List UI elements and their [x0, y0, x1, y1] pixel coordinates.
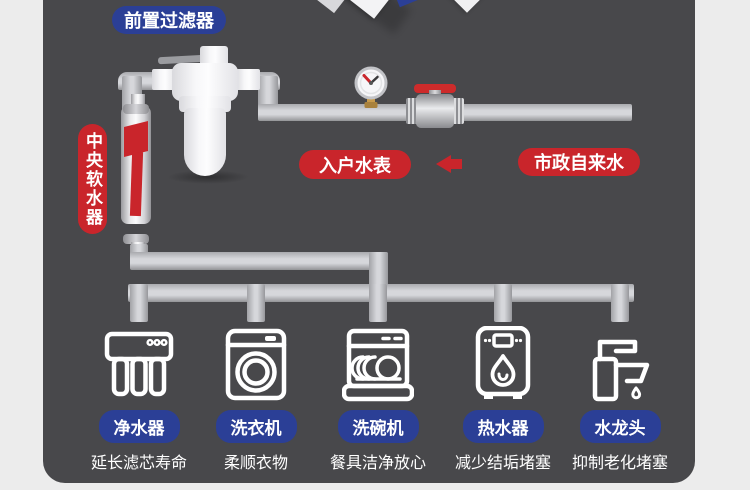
valve-collar-left — [406, 98, 418, 124]
appliance-benefit: 减少结垢堵塞 — [454, 455, 551, 472]
diagram-panel: 前置过滤器 — [43, 0, 695, 483]
filter-port-right — [236, 69, 260, 90]
dishwasher-icon — [303, 322, 453, 402]
valve-collar-right — [452, 98, 464, 124]
flow-arrow-icon — [436, 155, 451, 173]
softener-red-label-strip — [129, 151, 144, 217]
appliance-benefit: 餐具洁净放心 — [329, 455, 426, 472]
appliance-name-pill: 洗衣机 — [215, 410, 297, 443]
gauge-nut — [364, 102, 378, 108]
appliance-water-heater: 热水器 减少结垢堵塞 — [428, 322, 578, 473]
filter-bowl-shadow — [167, 170, 249, 184]
appliance-name-pill: 净水器 — [98, 410, 180, 443]
pre-filter-label: 前置过滤器 — [112, 6, 226, 34]
faucet-icon — [545, 322, 695, 402]
drop-faucet — [611, 284, 629, 322]
appliance-name-pill: 热水器 — [462, 410, 544, 443]
softener-cap-top — [123, 104, 149, 114]
water-meter-label: 入户水表 — [299, 150, 411, 179]
appliance-dishwasher: 洗碗机 餐具洁净放心 — [303, 322, 453, 473]
appliance-faucet: 水龙头 抑制老化堵塞 — [545, 322, 695, 473]
appliance-name-pill: 洗碗机 — [337, 410, 419, 443]
product-box-2 — [430, 0, 504, 13]
drop-washer — [247, 284, 265, 322]
flow-arrow-tail — [450, 159, 462, 169]
softener-cap-bottom — [123, 234, 149, 244]
appliance-water-purifier: 净水器 延长滤芯寿命 — [64, 322, 214, 473]
drop-purifier — [130, 284, 148, 322]
central-softener-label: 中央软水器 — [78, 124, 107, 234]
filter-bowl — [184, 108, 226, 176]
gauge-stem — [367, 96, 375, 105]
valve-body — [416, 94, 454, 128]
drop-heater — [494, 284, 512, 322]
manifold-upper — [130, 252, 388, 270]
water-purifier-icon — [64, 322, 214, 402]
municipal-water-label: 市政自来水 — [518, 148, 640, 176]
valve-handle — [414, 84, 456, 93]
pressure-gauge — [350, 66, 392, 112]
appliance-benefit: 延长滤芯寿命 — [90, 455, 187, 472]
appliance-benefit: 抑制老化堵塞 — [571, 455, 668, 472]
appliance-benefit: 柔顺衣物 — [223, 455, 288, 472]
water-heater-icon — [428, 322, 578, 402]
filter-head — [172, 63, 238, 101]
filter-port-left — [152, 69, 176, 90]
appliance-name-pill: 水龙头 — [579, 410, 661, 443]
appliance-washing-machine: 洗衣机 柔顺衣物 — [181, 322, 331, 473]
washing-machine-icon — [181, 322, 331, 402]
filter-top-post — [200, 46, 228, 66]
drop-dishwasher — [369, 284, 387, 322]
